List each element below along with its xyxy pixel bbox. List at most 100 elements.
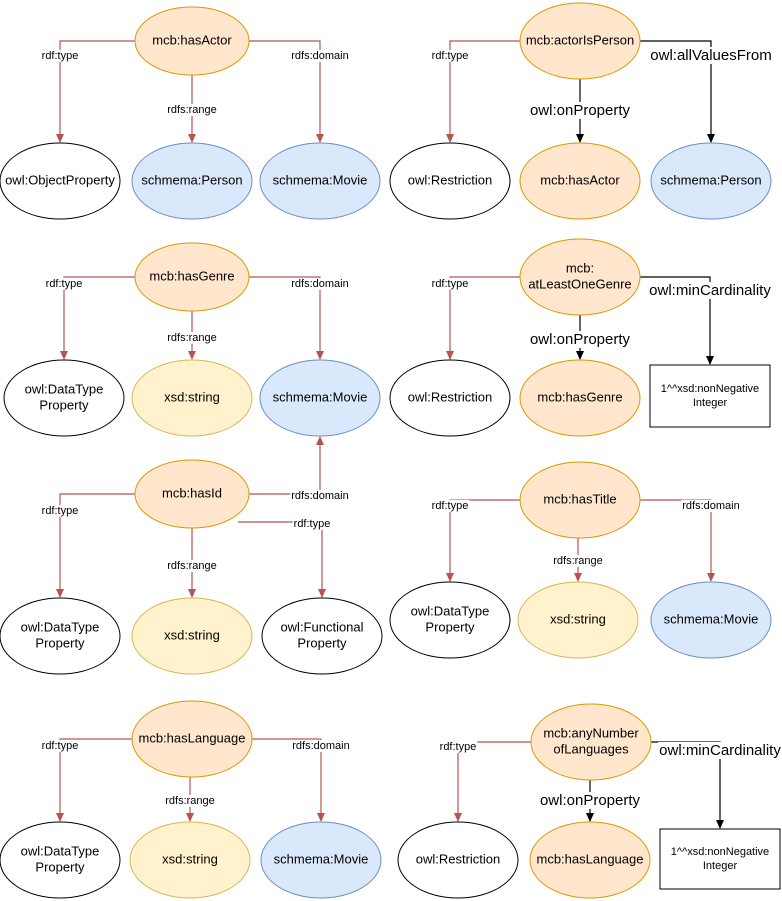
edge-label-background bbox=[649, 46, 773, 64]
node-haslanguage: mcb:hasLanguage bbox=[131, 700, 253, 778]
edge-label-rdfs-range: rdfs:range bbox=[165, 795, 215, 807]
node-label: owl:ObjectProperty bbox=[5, 172, 115, 187]
node-label: Property bbox=[35, 635, 85, 650]
edge-label-background bbox=[528, 330, 632, 348]
edge-actorisperson-restr1 bbox=[446, 40, 520, 143]
node-label: ofLanguages bbox=[553, 741, 629, 756]
node-label: xsd:string bbox=[162, 851, 218, 866]
node-movie3: schmema:Movie bbox=[650, 581, 772, 659]
node-label: owl:Restriction bbox=[416, 851, 501, 866]
node-shape-ellipse bbox=[519, 142, 641, 220]
node-label: schmema:Person bbox=[660, 172, 761, 187]
node-label: Property bbox=[425, 619, 475, 634]
node-shape-ellipse bbox=[134, 6, 250, 76]
edge-label-rdf-type: rdf:type bbox=[42, 740, 79, 752]
node-shape-rect bbox=[649, 364, 771, 428]
edge-haslanguage-dtprop4 bbox=[56, 738, 132, 822]
node-label: Integer bbox=[703, 860, 738, 872]
node-label: mcb:hasTitle bbox=[543, 491, 616, 506]
edge-label-owl-onproperty: owl:onProperty bbox=[540, 792, 641, 809]
node-shape-ellipse bbox=[530, 703, 652, 781]
node-label: owl:DataType bbox=[411, 603, 490, 618]
node-label: mcb:actorIsPerson bbox=[526, 32, 634, 47]
node-shape-ellipse bbox=[131, 142, 253, 220]
edge-hasactor-objprop1 bbox=[56, 40, 135, 143]
node-string1: xsd:string bbox=[131, 359, 253, 437]
edge-hasactor-movie1 bbox=[249, 40, 324, 143]
node-label: Integer bbox=[693, 397, 728, 409]
node-label: mcb:anyNumber bbox=[543, 725, 639, 740]
node-label: owl:DataType bbox=[21, 619, 100, 634]
node-label: owl:Restriction bbox=[408, 389, 493, 404]
node-shape-ellipse bbox=[131, 359, 253, 437]
edge-label-rdfs-range: rdfs:range bbox=[167, 104, 217, 116]
node-shape-ellipse bbox=[650, 581, 772, 659]
node-label: Property bbox=[35, 859, 85, 874]
node-actorisperson: mcb:actorIsPerson bbox=[519, 2, 641, 80]
node-shape-ellipse bbox=[397, 821, 519, 899]
edge-label-rdf-type: rdf:type bbox=[42, 505, 79, 517]
edge-label-background bbox=[658, 741, 782, 759]
edge-label-background bbox=[290, 49, 350, 62]
edge-label-rdfs-range: rdfs:range bbox=[167, 560, 217, 572]
edge-label-background bbox=[681, 499, 741, 512]
node-label: mcb: bbox=[566, 260, 594, 275]
node-shape-ellipse bbox=[519, 359, 641, 437]
node-restr2: owl:Restriction bbox=[389, 359, 511, 437]
node-label: 1^^xsd:nonNegative bbox=[671, 846, 769, 858]
node-restr3: owl:Restriction bbox=[397, 821, 519, 899]
edge-label-owl-onproperty: owl:onProperty bbox=[530, 102, 631, 119]
node-shape-rect bbox=[659, 828, 781, 890]
node-label: mcb:hasLanguage bbox=[139, 730, 246, 745]
edge-label-background bbox=[40, 504, 80, 517]
node-hasactor2: mcb:hasActor bbox=[519, 142, 641, 220]
edge-label-owl-mincardinality: owl:minCardinality bbox=[649, 282, 771, 299]
node-shape-ellipse bbox=[389, 142, 511, 220]
edge-label-background bbox=[430, 499, 470, 512]
edge-actorisperson-person2 bbox=[640, 40, 715, 143]
edge-hasgenre-movie2 bbox=[249, 276, 324, 360]
edge-label-rdfs-domain: rdfs:domain bbox=[291, 50, 348, 62]
node-movie4: schmema:Movie bbox=[260, 821, 382, 899]
edge-atleastonegenre-card1 bbox=[640, 276, 714, 365]
edge-label-background bbox=[552, 554, 604, 567]
node-label: owl:DataType bbox=[21, 843, 100, 858]
node-label: mcb:hasGenre bbox=[149, 268, 234, 283]
node-person1: schmema:Person bbox=[131, 142, 253, 220]
node-label: xsd:string bbox=[550, 611, 606, 626]
node-shape-ellipse bbox=[519, 2, 641, 80]
node-string3: xsd:string bbox=[517, 581, 639, 659]
node-label: schmema:Person bbox=[141, 172, 242, 187]
node-shape-ellipse bbox=[389, 359, 511, 437]
node-label: Property bbox=[39, 397, 89, 412]
edge-hasid-dtprop2 bbox=[56, 493, 135, 598]
node-shape-ellipse bbox=[0, 597, 121, 675]
edge-label-background bbox=[528, 101, 632, 119]
node-shape-ellipse bbox=[131, 700, 253, 778]
node-restr1: owl:Restriction bbox=[389, 142, 511, 220]
edge-label-rdf-type: rdf:type bbox=[46, 278, 83, 290]
edge-label-background bbox=[648, 281, 773, 299]
node-atleastonegenre: mcb:atLeastOneGenre bbox=[519, 238, 641, 316]
node-shape-ellipse bbox=[259, 142, 381, 220]
edge-label-rdfs-domain: rdfs:domain bbox=[291, 278, 348, 290]
edge-label-rdfs-domain: rdfs:domain bbox=[292, 740, 349, 752]
node-shape-ellipse bbox=[3, 359, 125, 437]
node-label: mcb:hasLanguage bbox=[537, 851, 644, 866]
edge-label-background bbox=[438, 740, 478, 753]
node-movie2: schmema:Movie bbox=[259, 359, 381, 437]
edge-labels-layer: rdf:type rdfs:range rdfs:domain rdf:type owl… bbox=[40, 46, 782, 809]
edge-label-background bbox=[40, 49, 80, 62]
node-label: xsd:string bbox=[164, 627, 220, 642]
edge-label-background bbox=[292, 517, 332, 530]
edge-label-background bbox=[44, 277, 84, 290]
node-label: mcb:hasGenre bbox=[537, 389, 622, 404]
edge-label-rdfs-range: rdfs:range bbox=[553, 555, 603, 567]
